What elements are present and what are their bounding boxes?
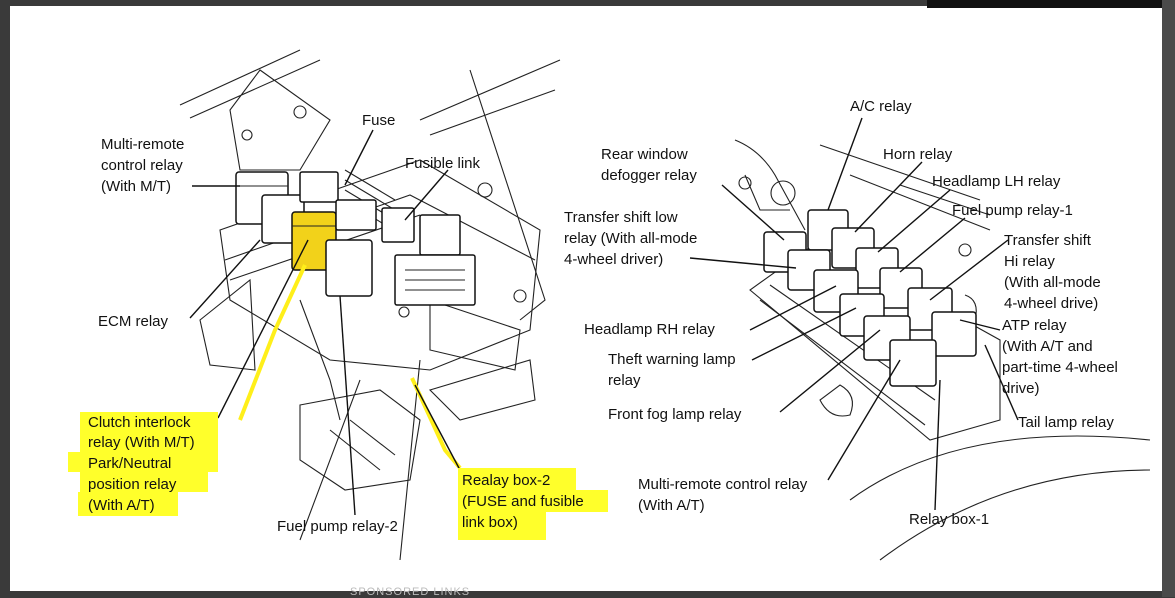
top-right-dark-block	[927, 0, 1175, 8]
label-park-neutral-line2: position relay	[88, 476, 177, 493]
label-park-neutral-line1: Park/Neutral	[88, 455, 171, 472]
left-relay-box-drawing	[179, 49, 561, 561]
label-relay-box-2-line2: (FUSE and fusible	[462, 493, 584, 510]
label-multi-remote-line1: Multi-remote	[101, 136, 184, 153]
label-theft-warning-line2: relay	[608, 372, 641, 389]
label-ac-relay: A/C relay	[850, 98, 912, 115]
label-atp-line1: ATP relay	[1002, 317, 1067, 334]
label-transfer-hi-line1: Transfer shift	[1004, 232, 1092, 249]
label-transfer-low-line1: Transfer shift low	[564, 209, 678, 226]
label-multi-remote-at-line1: Multi-remote control relay	[638, 476, 808, 493]
label-horn-relay: Horn relay	[883, 146, 953, 163]
right-edge-bar	[1162, 0, 1175, 597]
label-theft-warning-line1: Theft warning lamp	[608, 351, 736, 368]
right-labels: A/C relay Horn relay Headlamp LH relay F…	[564, 98, 1118, 528]
label-relay-box-2-line3: link box)	[462, 514, 518, 531]
label-fuse: Fuse	[362, 112, 395, 129]
label-rear-window-line1: Rear window	[601, 146, 688, 163]
diagram-sheet: Fuse Fusible link Multi-remote control r…	[10, 6, 1162, 591]
left-labels: Fuse Fusible link Multi-remote control r…	[88, 112, 584, 535]
label-relay-box-2-line1: Realay box-2	[462, 472, 550, 489]
left-leader-lines	[189, 129, 461, 516]
label-multi-remote-line3: (With M/T)	[101, 178, 171, 195]
label-multi-remote-line2: control relay	[101, 157, 183, 174]
label-fuel-pump-relay-2: Fuel pump relay-2	[277, 518, 398, 535]
label-clutch-interlock-line2: relay (With M/T)	[88, 434, 195, 451]
right-relay-box-drawing	[734, 139, 1151, 561]
label-relay-box-1: Relay box-1	[909, 511, 989, 528]
label-headlamp-rh-relay: Headlamp RH relay	[584, 321, 715, 338]
label-park-neutral-line3: (With A/T)	[88, 497, 155, 514]
sponsored-links-text: SPONSORED LINKS	[350, 586, 471, 598]
label-atp-line3: part-time 4-wheel	[1002, 359, 1118, 376]
label-atp-line2: (With A/T and	[1002, 338, 1093, 355]
highlights	[68, 412, 608, 540]
label-rear-window-line2: defogger relay	[601, 167, 697, 184]
label-tail-lamp-relay: Tail lamp relay	[1018, 414, 1114, 431]
label-atp-line4: drive)	[1002, 380, 1040, 397]
right-leader-lines	[689, 117, 1019, 511]
label-multi-remote-at-line2: (With A/T)	[638, 497, 705, 514]
label-transfer-hi-line4: 4-wheel drive)	[1004, 295, 1098, 312]
label-transfer-hi-line3: (With all-mode	[1004, 274, 1101, 291]
label-fusible-link: Fusible link	[405, 155, 481, 172]
relay-location-diagram: Fuse Fusible link Multi-remote control r…	[68, 49, 1151, 561]
label-headlamp-lh-relay: Headlamp LH relay	[932, 173, 1061, 190]
label-front-fog-lamp-relay: Front fog lamp relay	[608, 406, 742, 423]
label-transfer-hi-line2: Hi relay	[1004, 253, 1055, 270]
label-clutch-interlock-line1: Clutch interlock	[88, 414, 191, 431]
label-ecm-relay: ECM relay	[98, 313, 169, 330]
label-transfer-low-line2: relay (With all-mode	[564, 230, 697, 247]
label-transfer-low-line3: 4-wheel driver)	[564, 251, 663, 268]
label-fuel-pump-relay-1: Fuel pump relay-1	[952, 202, 1073, 219]
